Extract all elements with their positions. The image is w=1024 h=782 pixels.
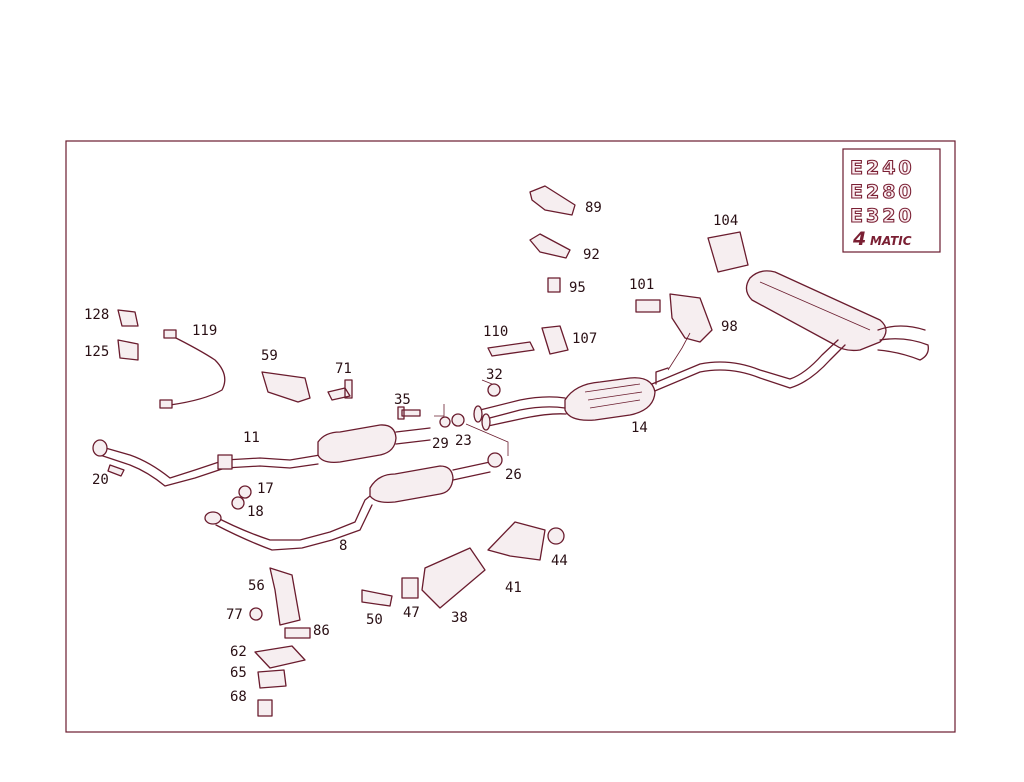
diagram-frame [65, 140, 956, 733]
callout-104: 104 [713, 213, 738, 229]
clip-47 [401, 577, 419, 599]
callout-8: 8 [339, 538, 347, 554]
callout-59: 59 [261, 348, 278, 364]
hanger-92 [529, 233, 571, 259]
callout-23: 23 [455, 433, 472, 449]
ring-23 [451, 413, 465, 427]
bolt-95 [547, 277, 561, 293]
model-legend: E240 E280 E320 4 MATIC [842, 148, 941, 253]
rear-muffler [745, 270, 929, 361]
pipe-8 [204, 461, 491, 551]
oxygen-sensor-119 [159, 329, 226, 409]
pipe-11 [92, 424, 431, 487]
bolt-50 [361, 589, 393, 607]
callout-110: 110 [483, 324, 508, 340]
callout-65: 65 [230, 665, 247, 681]
callout-89: 89 [585, 200, 602, 216]
hanger-89 [529, 185, 576, 216]
front-y-pipe [473, 396, 567, 431]
callout-128: 128 [84, 307, 109, 323]
bracket-41 [487, 521, 546, 561]
clip-125 [117, 339, 139, 361]
model-label-2: E280 [850, 181, 915, 203]
callout-11: 11 [243, 430, 260, 446]
callout-119: 119 [192, 323, 217, 339]
callout-56: 56 [248, 578, 265, 594]
callout-41: 41 [505, 580, 522, 596]
bracket-38 [421, 547, 486, 609]
callout-32: 32 [486, 367, 503, 383]
nut-32 [487, 383, 501, 397]
ring-29 [439, 416, 451, 428]
callout-107: 107 [572, 331, 597, 347]
nut-44 [547, 527, 565, 545]
callout-101: 101 [629, 277, 654, 293]
callout-20: 20 [92, 472, 109, 488]
callout-71: 71 [335, 361, 352, 377]
bolt-101 [635, 299, 661, 313]
callout-86: 86 [313, 623, 330, 639]
bracket-98 [669, 293, 713, 343]
callout-47: 47 [403, 605, 420, 621]
callout-68: 68 [230, 689, 247, 705]
bolt-71 [327, 379, 353, 401]
rubber-mount-104 [707, 231, 749, 273]
callout-17: 17 [257, 481, 274, 497]
callout-35: 35 [394, 392, 411, 408]
callout-29: 29 [432, 436, 449, 452]
callout-98: 98 [721, 319, 738, 335]
callout-62: 62 [230, 644, 247, 660]
catalytic-converter-14 [564, 377, 656, 421]
callout-50: 50 [366, 612, 383, 628]
callout-38: 38 [451, 610, 468, 626]
bolt-35 [397, 406, 421, 420]
callout-95: 95 [569, 280, 586, 296]
callout-14: 14 [631, 420, 648, 436]
bracket-56 [269, 567, 301, 626]
nut-77 [249, 607, 263, 621]
bolt-20 [107, 464, 125, 477]
leader-lines [434, 332, 691, 456]
model-label-1: E240 [850, 157, 915, 179]
model-label-3: E320 [850, 205, 915, 227]
bracket-59 [261, 371, 311, 403]
clip-128 [117, 309, 139, 327]
ring-18 [231, 496, 245, 510]
matic-label: MATIC [870, 234, 912, 248]
clip-86 [284, 627, 311, 639]
callout-44: 44 [551, 553, 568, 569]
callout-77: 77 [226, 607, 243, 623]
matic-number: 4 [852, 228, 866, 250]
callout-18: 18 [247, 504, 264, 520]
callout-125: 125 [84, 344, 109, 360]
clamp-65 [257, 669, 287, 689]
callout-92: 92 [583, 247, 600, 263]
bolt-68 [257, 699, 273, 717]
plate-62 [254, 645, 306, 669]
strap-110 [487, 341, 535, 357]
callout-26: 26 [505, 467, 522, 483]
ring-26 [487, 452, 503, 468]
intermediate-pipe [649, 339, 846, 394]
rubber-ring-107 [541, 325, 569, 355]
ring-17 [238, 485, 252, 499]
